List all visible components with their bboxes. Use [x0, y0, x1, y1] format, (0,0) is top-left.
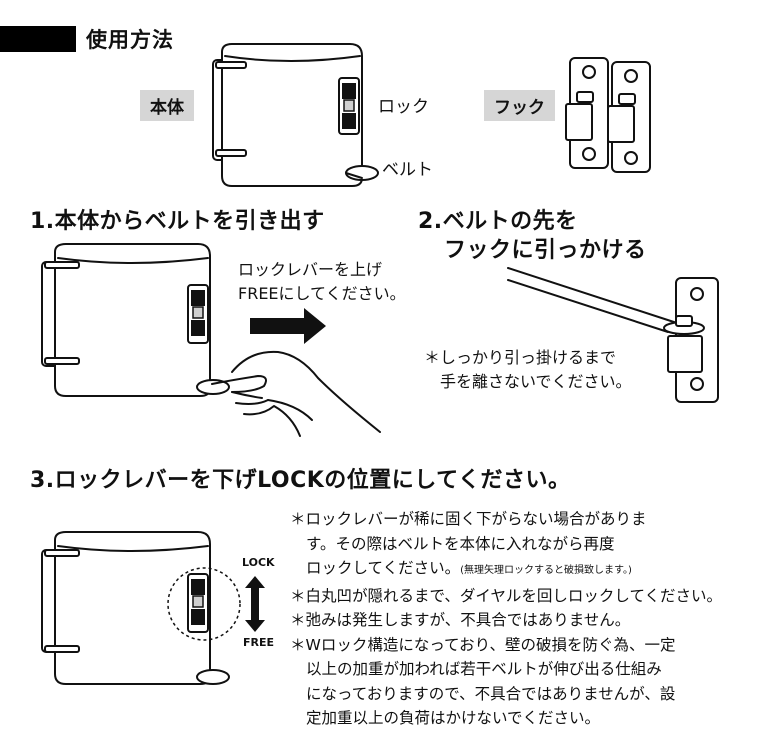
step3-notes: ＊ロックレバーが稀に固く下がらない場合がありま す。その際はベルトを本体に入れな… — [290, 507, 722, 731]
note2: ＊白丸凹が隠れるまで、ダイヤルを回しロックしてください。 — [290, 586, 722, 605]
main-unit-illustration — [212, 43, 379, 187]
hook-tag: フック — [484, 90, 555, 121]
free-arrow-label: FREE — [243, 636, 275, 649]
note1-small: (無理矢理ロックすると破損致します。) — [460, 565, 632, 576]
lock-free-arrow — [245, 576, 265, 632]
step2-note-line2: 手を離さないでください。 — [440, 372, 632, 391]
note3: ＊弛みは発生しますが、不具合ではありません。 — [290, 611, 631, 629]
step1-unit-illustration — [41, 243, 230, 397]
belt-label: ベルト — [382, 160, 433, 180]
step2-title-line1: 2.ベルトの先を — [418, 209, 578, 234]
pull-direction-arrow — [250, 308, 326, 344]
note4-line1: ＊Wロック構造になっており、壁の破損を防ぐ為、一定 — [290, 635, 676, 654]
note4-line4: 定加重以上の負荷はかけないでください。 — [306, 709, 601, 727]
step2-hook-illustration — [507, 267, 719, 403]
note1-line1: ＊ロックレバーが稀に固く下がらない場合がありま — [290, 510, 647, 528]
body-tag: 本体 — [140, 90, 194, 121]
step2-note-line1: ＊しっかり引っ掛けるまで — [424, 348, 617, 367]
hooks-illustration — [565, 57, 651, 173]
lock-arrow-label: LOCK — [242, 556, 275, 569]
step3-title: 3.ロックレバーを下げLOCKの位置にしてください。 — [30, 468, 571, 493]
note1-line3-wrapper: ロックしてください。(無理矢理ロックすると破損致します。) — [290, 556, 722, 584]
lock-label: ロック — [378, 97, 429, 117]
note1-line2: す。その際はベルトを本体に入れながら再度 — [306, 534, 615, 553]
step2-title-line2: フックに引っかける — [444, 238, 647, 263]
page-title: 使用方法 — [86, 28, 174, 52]
step3-unit-illustration — [41, 531, 241, 685]
section-header-bar — [0, 26, 76, 52]
step1-instruction-line1: ロックレバーを上げ — [238, 260, 383, 279]
note4-line2: 以上の加重が加われば若干ベルトが伸び出る仕組み — [306, 660, 662, 678]
note1-line3: ロックしてください。 — [306, 559, 461, 577]
note4-line3: になっておりますので、不具合ではありませんが、設 — [306, 684, 676, 703]
step1-instruction-line2: FREEにしてください。 — [238, 284, 406, 303]
step1-title: 1.本体からベルトを引き出す — [30, 209, 325, 234]
hand-illustration — [211, 350, 381, 437]
